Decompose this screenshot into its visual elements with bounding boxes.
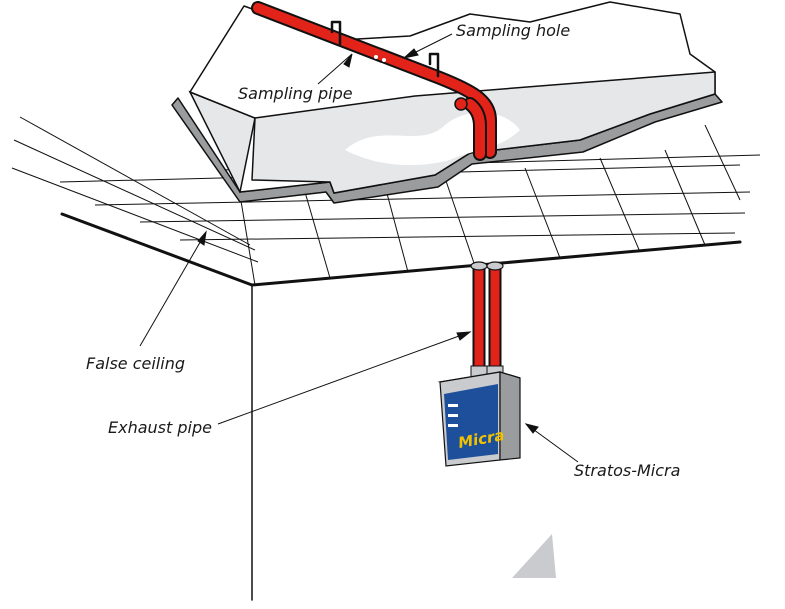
device-front-panel [444, 384, 498, 460]
device-led [448, 424, 458, 427]
label-false-ceiling: False ceiling [86, 354, 185, 373]
sampling-pipe [251, 1, 497, 161]
device-led [448, 404, 458, 407]
label-exhaust-pipe: Exhaust pipe [108, 418, 212, 437]
label-sampling-pipe: Sampling pipe [238, 84, 353, 103]
room-walls [60, 212, 742, 601]
pipe-clip [330, 20, 342, 46]
stratos-micra-device: Micra [437, 365, 521, 467]
device-led [448, 414, 458, 417]
label-sampling-hole: Sampling hole [456, 21, 571, 40]
leader-lines [139, 33, 579, 463]
sampling-hole-marker [382, 58, 386, 62]
drop-pipes [470, 261, 504, 368]
floor-mark [512, 534, 556, 578]
label-stratos-micra: Stratos-Micra [574, 461, 681, 480]
sampling-hole-marker [374, 55, 378, 59]
pipe-open-end [454, 97, 468, 111]
pipe-clip [428, 52, 440, 78]
